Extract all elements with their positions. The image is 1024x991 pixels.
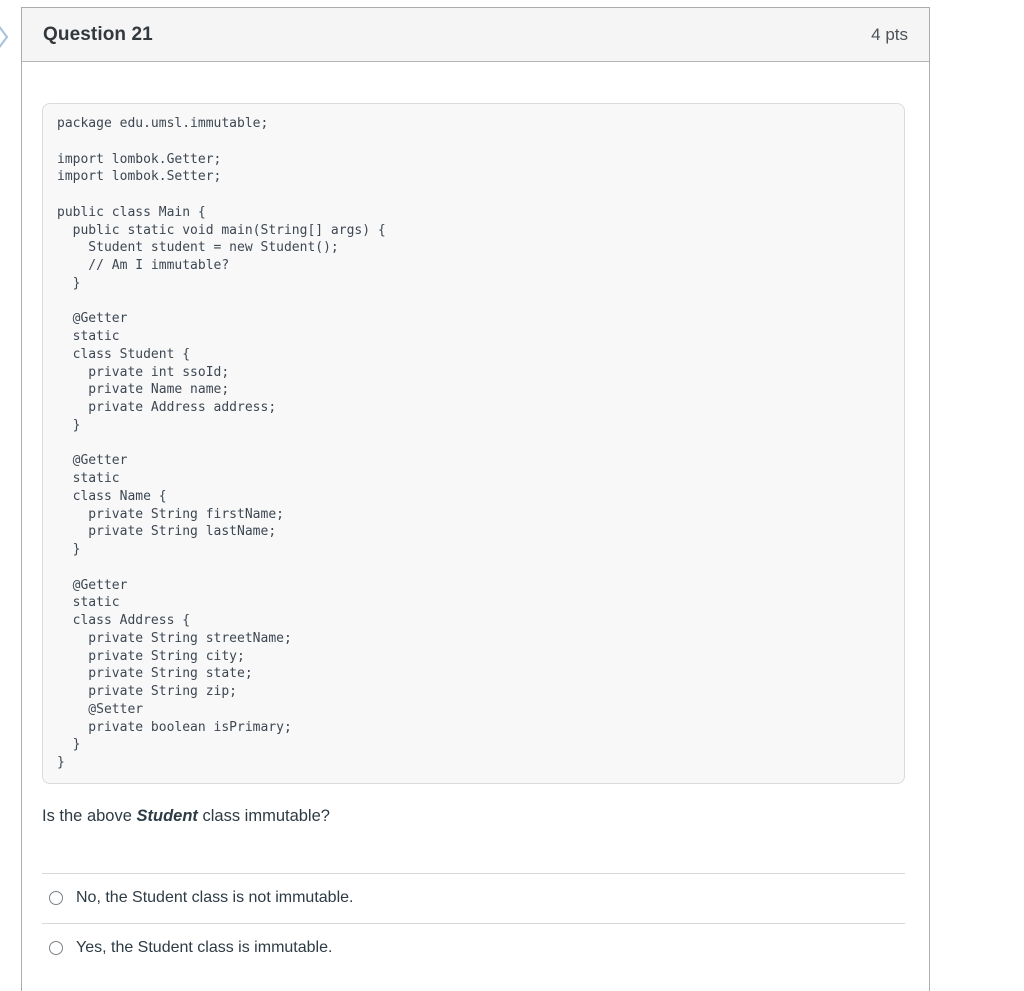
- answer-option-no[interactable]: No, the Student class is not immutable.: [42, 872, 905, 923]
- question-title: Question 21: [43, 23, 153, 45]
- question-card: Question 21 4 pts package edu.umsl.immut…: [21, 7, 930, 991]
- radio-button-yes[interactable]: [49, 941, 63, 956]
- answer-label-no: No, the Student class is not immutable.: [76, 889, 354, 907]
- question-header: Question 21 4 pts: [22, 8, 929, 62]
- prompt-emphasis: Student: [136, 806, 198, 825]
- question-prompt: Is the above Student class immutable?: [42, 807, 905, 826]
- chevron-right-icon[interactable]: [0, 22, 10, 52]
- answer-option-yes[interactable]: Yes, the Student class is immutable.: [42, 922, 905, 973]
- prompt-prefix: Is the above: [42, 806, 137, 825]
- question-body: package edu.umsl.immutable; import lombo…: [22, 62, 929, 973]
- question-points: 4 pts: [871, 24, 908, 44]
- answer-label-yes: Yes, the Student class is immutable.: [76, 939, 333, 957]
- prompt-suffix: class immutable?: [197, 806, 330, 825]
- radio-button-no[interactable]: [49, 891, 63, 906]
- code-block: package edu.umsl.immutable; import lombo…: [42, 103, 905, 784]
- answers-list: No, the Student class is not immutable. …: [42, 872, 905, 973]
